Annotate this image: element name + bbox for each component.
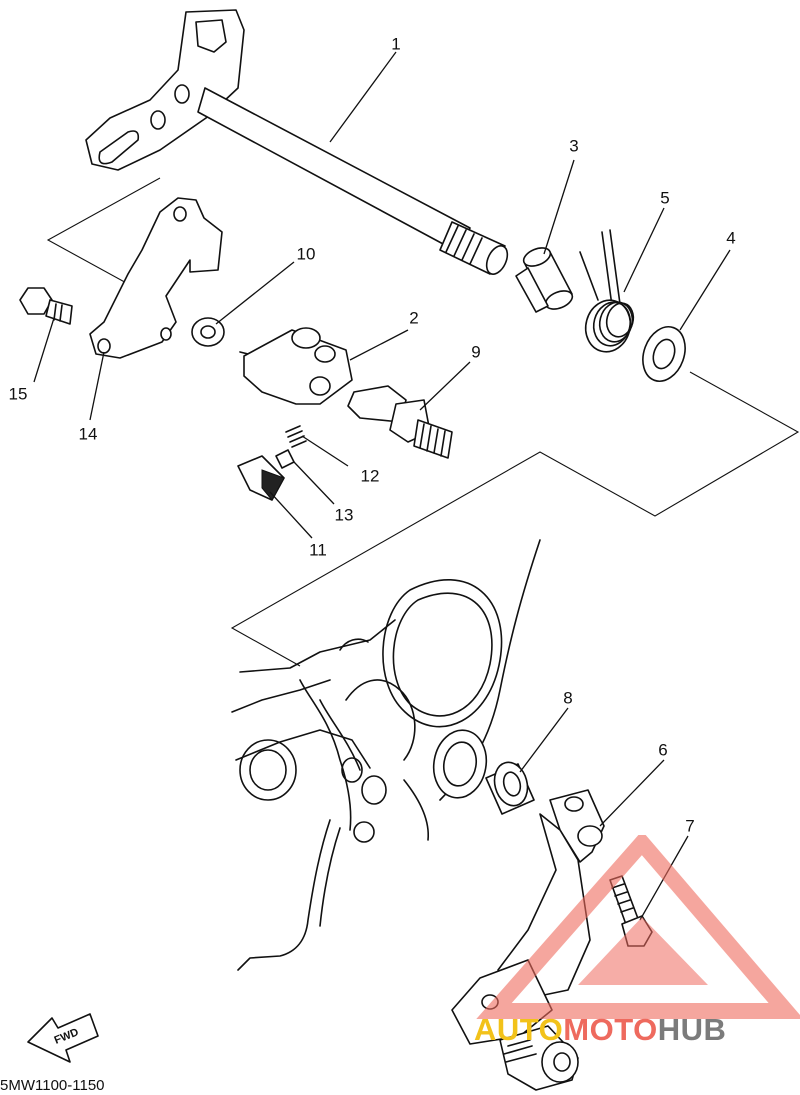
callout-2: 2 (409, 308, 419, 328)
fwd-arrow-icon: FWD (27, 1013, 99, 1063)
pin-13 (275, 449, 295, 469)
oil-seal (485, 761, 535, 815)
diagram-code: 5MW1100-1150 (0, 1077, 105, 1094)
shift-guide-plate (89, 197, 223, 359)
callout-10: 10 (296, 244, 316, 264)
bolt-15 (19, 287, 73, 325)
bushing-3 (515, 247, 574, 313)
watermark-part-auto: AUTO (474, 1012, 564, 1047)
callout-13: 13 (334, 505, 354, 525)
callout-12: 12 (360, 466, 380, 486)
wedge-11 (237, 455, 285, 501)
assembly-outline (46, 177, 800, 667)
callout-7: 7 (685, 816, 695, 836)
callout-4: 4 (726, 228, 736, 248)
watermark-logo-text: AUTOMOTOHUB (474, 1014, 726, 1045)
callout-15: 15 (8, 384, 28, 404)
callout-9: 9 (471, 342, 481, 362)
shift-shaft (85, 9, 509, 275)
callout-3: 3 (569, 136, 579, 156)
callout-14: 14 (78, 424, 98, 444)
callout-6: 6 (658, 740, 668, 760)
callout-5: 5 (660, 188, 670, 208)
stopper-bolt (347, 385, 453, 459)
watermark-part-moto: MOTO (563, 1012, 658, 1047)
leader-lines (33, 51, 731, 921)
collar-10 (191, 317, 225, 347)
spring-12 (285, 425, 307, 448)
callout-1: 1 (391, 34, 401, 54)
crankcase-cover (231, 539, 541, 971)
stopper-lever (239, 327, 353, 405)
washer-4 (642, 326, 686, 382)
callout-11: 11 (309, 540, 327, 560)
return-spring (579, 229, 635, 353)
watermark-part-hub: HUB (657, 1012, 727, 1047)
callout-8: 8 (563, 688, 573, 708)
